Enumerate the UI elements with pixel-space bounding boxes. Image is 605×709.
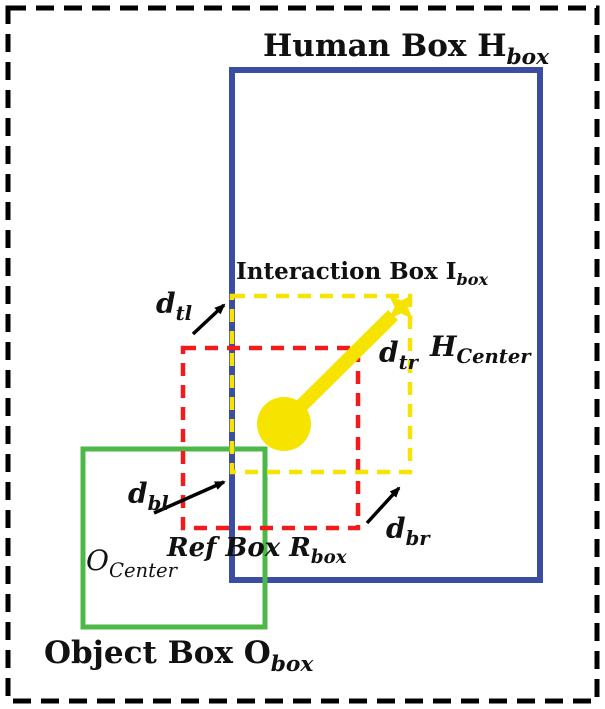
center-arrowhead xyxy=(389,295,413,319)
outer-dashed-border xyxy=(5,5,600,704)
dtl-label: dtl xyxy=(156,287,192,325)
dbl-arrow xyxy=(153,480,226,515)
ref-box-label: Ref Box Rbox xyxy=(166,533,348,568)
dbl-label: dbl xyxy=(128,477,169,515)
human-box-label: Human Box Hbox xyxy=(263,28,550,70)
object-box-label: Object Box Obox xyxy=(44,635,314,677)
center-dot xyxy=(257,397,311,451)
dtl-arrow xyxy=(191,303,226,336)
object-box-rect xyxy=(80,446,268,630)
interaction-box-label: Interaction Box Ibox xyxy=(236,258,488,289)
dbr-label: dbr xyxy=(386,512,431,550)
dtr-label: dtr xyxy=(379,336,420,374)
h-center-label: HCenter xyxy=(429,330,532,368)
ref-box-rect xyxy=(180,345,361,531)
dbr-arrow xyxy=(365,486,401,525)
o-center-label: OCenter xyxy=(86,544,179,582)
center-arrow xyxy=(286,310,398,421)
interaction-box-rect xyxy=(229,293,413,475)
human-box-rect xyxy=(229,67,543,583)
